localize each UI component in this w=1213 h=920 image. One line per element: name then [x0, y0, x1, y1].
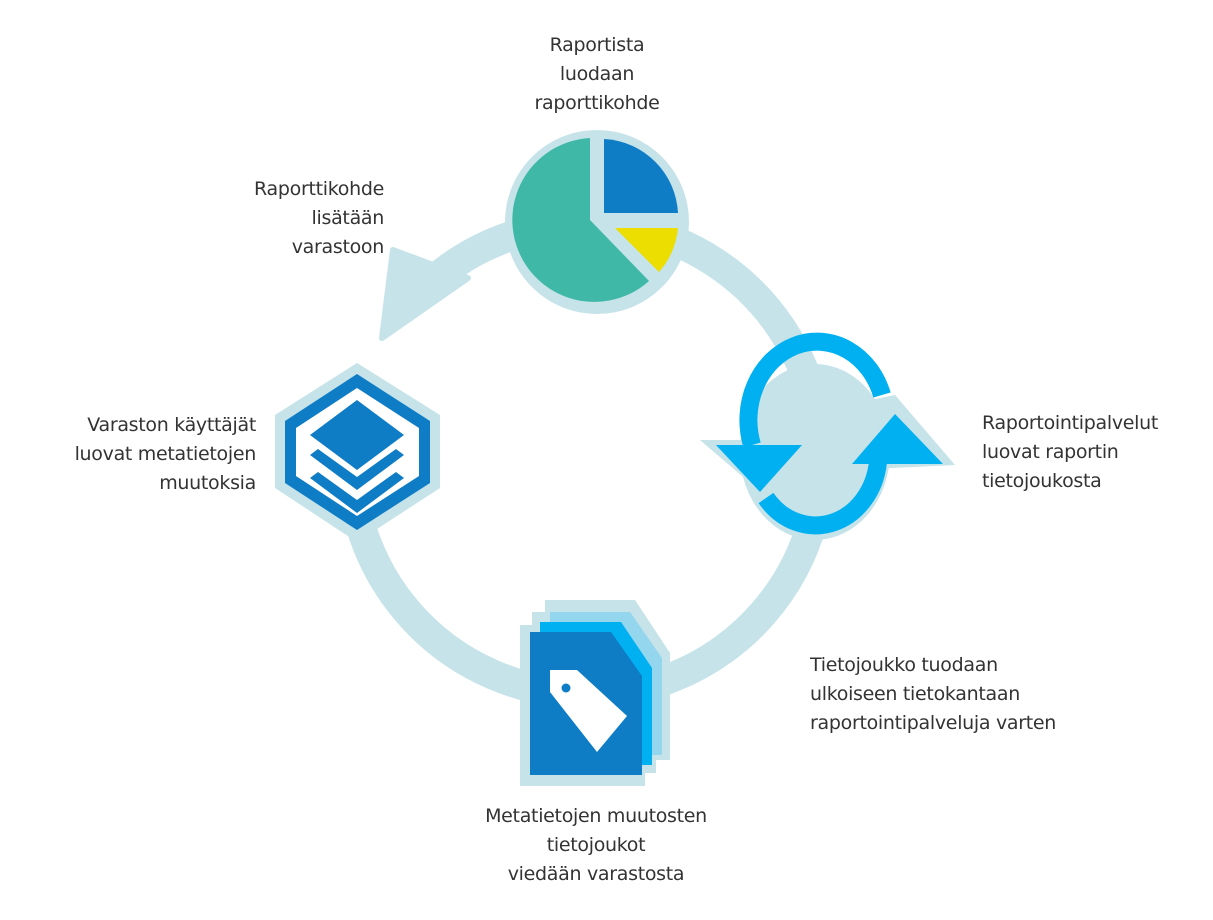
label-line: Tietojoukko tuodaan — [810, 654, 998, 676]
step-label-users-create-changes: Varaston käyttäjät luovat metatietojen m… — [0, 411, 257, 498]
label-line: lisätään — [311, 207, 385, 229]
label-line: raporttikohde — [534, 92, 660, 114]
pie-chart-icon — [505, 130, 689, 314]
label-line: raportointipalveluja varten — [810, 712, 1057, 734]
step-label-reporting-services: Raportointipalvelut luovat raportin tiet… — [982, 409, 1213, 496]
label-line: tietojoukot — [546, 834, 646, 856]
label-line: Raportointipalvelut — [982, 412, 1159, 434]
label-line: luovat metatietojen — [74, 443, 257, 465]
step-label-export-datasets: Metatietojen muutosten tietojoukot viedä… — [436, 802, 756, 889]
label-line: varastoon — [291, 236, 385, 258]
label-line: muutoksia — [159, 472, 256, 494]
label-line: ulkoiseen tietokantaan — [810, 683, 1020, 705]
label-line: viedään varastosta — [507, 863, 685, 885]
sync-icon — [700, 332, 955, 540]
label-line: Varaston käyttäjät — [87, 414, 256, 436]
layers-hexagon-icon — [275, 363, 440, 542]
label-line: Raporttikohde — [254, 178, 384, 200]
label-line: Raportista — [549, 34, 645, 56]
label-line: luodaan — [559, 63, 635, 85]
step-label-add-to-repository: Raporttikohde lisätään varastoon — [134, 175, 384, 262]
tagged-documents-icon — [520, 600, 670, 786]
label-line: tietojoukosta — [982, 470, 1102, 492]
label-line: luovat raportin — [982, 441, 1119, 463]
cycle-arrowhead-icon — [379, 247, 471, 341]
step-label-create-report-item: Raportista luodaan raporttikohde — [467, 31, 727, 118]
label-line: Metatietojen muutosten — [485, 805, 707, 827]
step-label-import-to-database: Tietojoukko tuodaan ulkoiseen tietokanta… — [810, 651, 1210, 738]
